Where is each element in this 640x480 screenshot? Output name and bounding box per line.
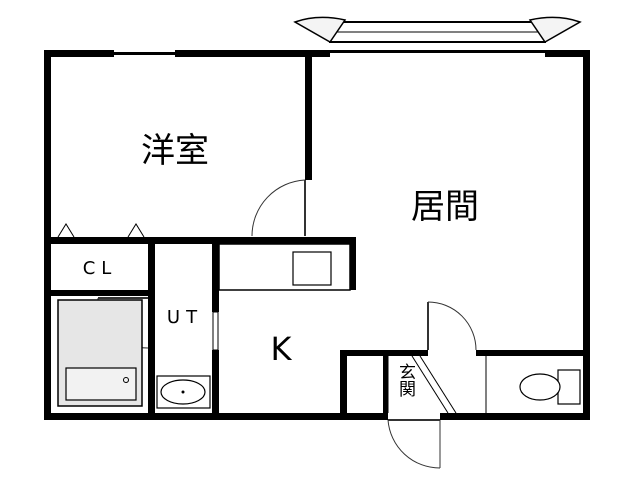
toilet (519, 369, 581, 405)
door-entrance (387, 419, 441, 469)
interior-walls (44, 50, 590, 420)
label-utility: UT (167, 307, 203, 328)
bathtub (57, 299, 143, 407)
closet-marks (57, 223, 145, 238)
label-living-room: 居間 (411, 187, 479, 227)
entrance-cabinet (387, 355, 487, 414)
balcony-window (293, 16, 582, 43)
label-entrance: 玄関 (395, 363, 415, 397)
door-western-room (251, 179, 306, 237)
label-closet: CL (83, 258, 118, 279)
label-kitchen: K (271, 330, 293, 368)
kitchen-counter (218, 243, 351, 291)
washbasin (156, 375, 211, 409)
label-western-room: 洋室 (141, 131, 209, 171)
door-living (427, 301, 477, 351)
ut-sliding-door (212, 311, 219, 351)
